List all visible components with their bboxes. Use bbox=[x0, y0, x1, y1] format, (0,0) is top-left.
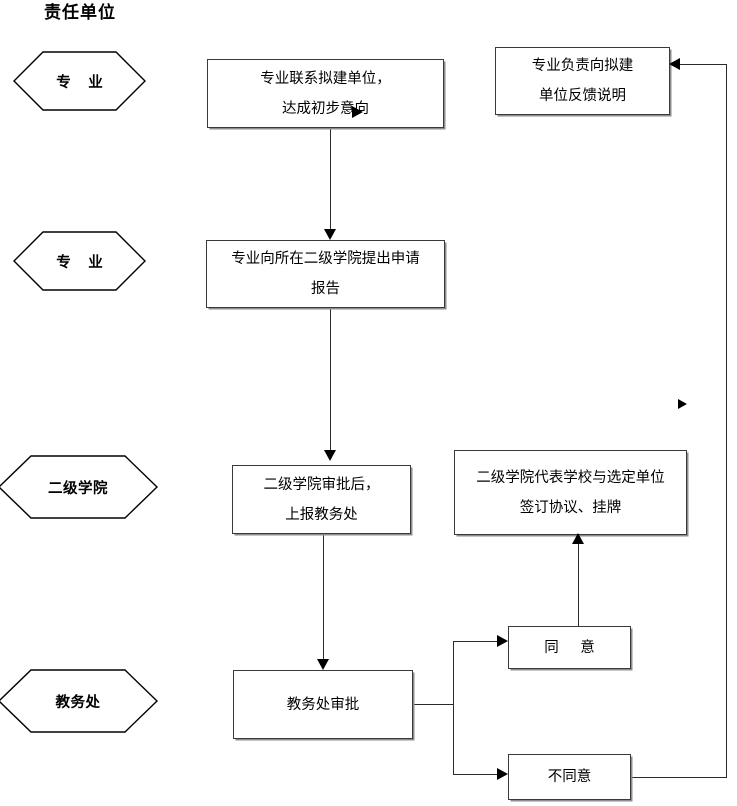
process-box-apply-report[interactable]: 专业向所在二级学院提出申请 报告 bbox=[206, 240, 445, 308]
lane-label-academic: 教务处 bbox=[55, 694, 101, 711]
hexagon-shape-icon bbox=[0, 455, 158, 519]
process-box-approved[interactable]: 同 意 bbox=[508, 626, 631, 669]
process-box-contact-unit[interactable]: 专业联系拟建单位， 达成初步意向 bbox=[207, 59, 444, 128]
connector-academic-to-spine bbox=[413, 704, 453, 705]
process-box-college-approve[interactable]: 二级学院审批后， 上报教务处 bbox=[232, 465, 411, 534]
arrowhead-stray-contact-box-icon bbox=[352, 106, 363, 118]
academic-review-line-1: 教务处审批 bbox=[286, 696, 360, 713]
hexagon-shape-icon bbox=[13, 231, 146, 291]
arrowhead-into-feedback-icon bbox=[669, 58, 680, 70]
apply-report-line-2: 报告 bbox=[311, 281, 340, 297]
arrowhead-apply-to-college-icon bbox=[324, 450, 336, 461]
arrowhead-stray-middle-icon bbox=[678, 399, 687, 409]
hexagon-shape-icon bbox=[0, 669, 158, 733]
connector-right-to-feedback bbox=[680, 64, 727, 65]
hexagon-shape-icon bbox=[13, 51, 146, 111]
process-box-sign-agreement[interactable]: 二级学院代表学校与选定单位 签订协议、挂牌 bbox=[454, 450, 687, 535]
lane-hexagon-major-2: 专 业 bbox=[13, 231, 146, 291]
page-title: 责任单位 bbox=[44, 3, 116, 22]
connector-approved-to-sign bbox=[578, 540, 579, 627]
lane-hexagon-major-1: 专 业 bbox=[13, 51, 146, 111]
sign-agreement-line-1: 二级学院代表学校与选定单位 bbox=[476, 469, 665, 486]
process-box-feedback[interactable]: 专业负责向拟建 单位反馈说明 bbox=[495, 47, 670, 115]
connector-branch-spine bbox=[453, 641, 454, 774]
arrowhead-contact-to-apply-icon bbox=[324, 229, 336, 240]
feedback-line-1: 专业负责向拟建 bbox=[531, 58, 634, 74]
arrowhead-spine-to-rejected-icon bbox=[497, 768, 508, 780]
connector-spine-to-approved bbox=[453, 641, 499, 642]
apply-report-line-1: 专业向所在二级学院提出申请 bbox=[231, 251, 420, 267]
approved-label: 同 意 bbox=[544, 639, 604, 656]
lane-label-major-2: 专 业 bbox=[56, 254, 110, 271]
contact-unit-line-2: 达成初步意向 bbox=[282, 100, 369, 117]
process-box-academic-review[interactable]: 教务处审批 bbox=[233, 670, 413, 739]
connector-rejected-to-right bbox=[630, 777, 727, 778]
sign-agreement-line-2: 签订协议、挂牌 bbox=[519, 499, 622, 516]
arrowhead-approved-to-sign-icon bbox=[572, 533, 584, 544]
arrowhead-college-to-academic-icon bbox=[317, 659, 329, 670]
process-box-rejected[interactable]: 不同意 bbox=[508, 754, 631, 800]
lane-label-college: 二级学院 bbox=[48, 480, 108, 497]
connector-college-to-academic bbox=[323, 534, 324, 666]
feedback-line-2: 单位反馈说明 bbox=[539, 88, 626, 104]
connector-contact-to-apply bbox=[330, 113, 331, 237]
college-approve-line-2: 上报教务处 bbox=[285, 506, 358, 523]
college-approve-line-1: 二级学院审批后， bbox=[263, 476, 380, 493]
lane-hexagon-college: 二级学院 bbox=[0, 455, 158, 519]
connector-right-riser bbox=[726, 64, 727, 778]
lane-hexagon-academic: 教务处 bbox=[0, 669, 158, 733]
connector-spine-to-rejected bbox=[453, 774, 499, 775]
connector-apply-to-college bbox=[330, 308, 331, 457]
lane-label-major-1: 专 业 bbox=[56, 74, 110, 91]
arrowhead-spine-to-approved-icon bbox=[497, 635, 508, 647]
contact-unit-line-1: 专业联系拟建单位， bbox=[260, 70, 391, 87]
rejected-label: 不同意 bbox=[547, 769, 592, 785]
